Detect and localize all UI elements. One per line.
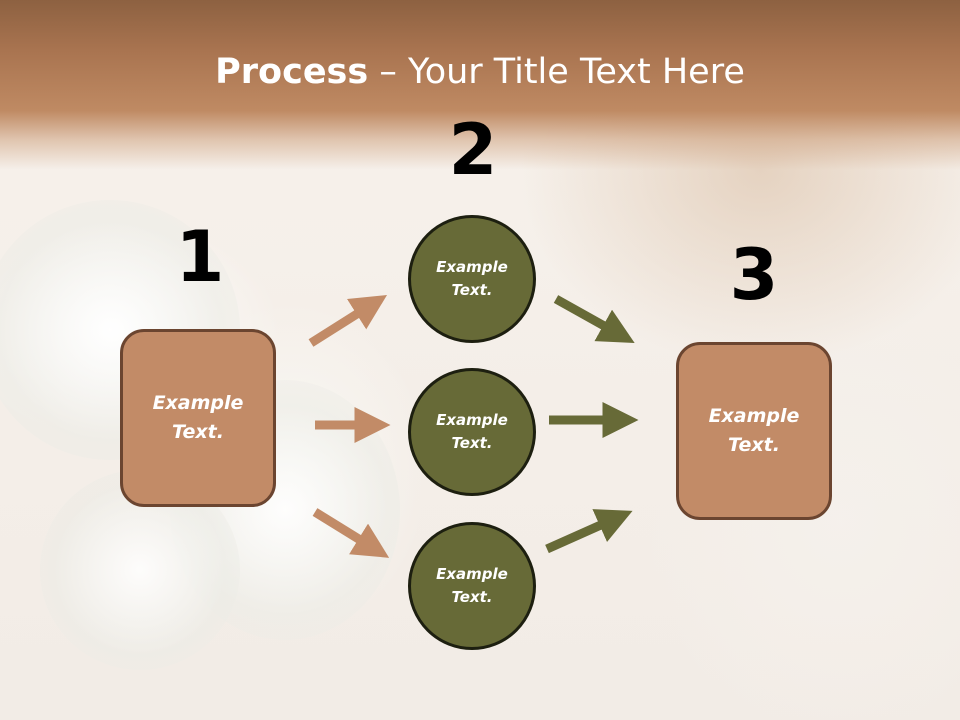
- step-1-text: Example Text.: [152, 392, 244, 443]
- arrow-1-to-top: [308, 294, 388, 347]
- circle-middle: Example Text.: [408, 368, 536, 496]
- step-3-text: Example Text.: [708, 405, 800, 456]
- circle-top-text: Example Text.: [436, 258, 508, 299]
- arrow-bottom-to-3: [545, 509, 633, 554]
- title-rest: – Your Title Text Here: [368, 52, 745, 92]
- title-bar: [0, 0, 960, 170]
- step-number-3: 3: [729, 234, 779, 316]
- step-number-1: 1: [175, 216, 225, 298]
- step-number-2: 2: [448, 109, 498, 191]
- arrow-1-to-bottom: [312, 508, 390, 558]
- arrow-top-to-3: [553, 295, 635, 343]
- circle-bottom-text: Example Text.: [436, 565, 508, 606]
- step-3-box: Example Text.: [676, 342, 832, 520]
- circle-bottom: Example Text.: [408, 522, 536, 650]
- circle-middle-text: Example Text.: [436, 411, 508, 452]
- slide-title: Process – Your Title Text Here: [0, 52, 960, 92]
- circle-top: Example Text.: [408, 215, 536, 343]
- title-bold: Process: [215, 52, 369, 92]
- step-1-box: Example Text.: [120, 329, 276, 507]
